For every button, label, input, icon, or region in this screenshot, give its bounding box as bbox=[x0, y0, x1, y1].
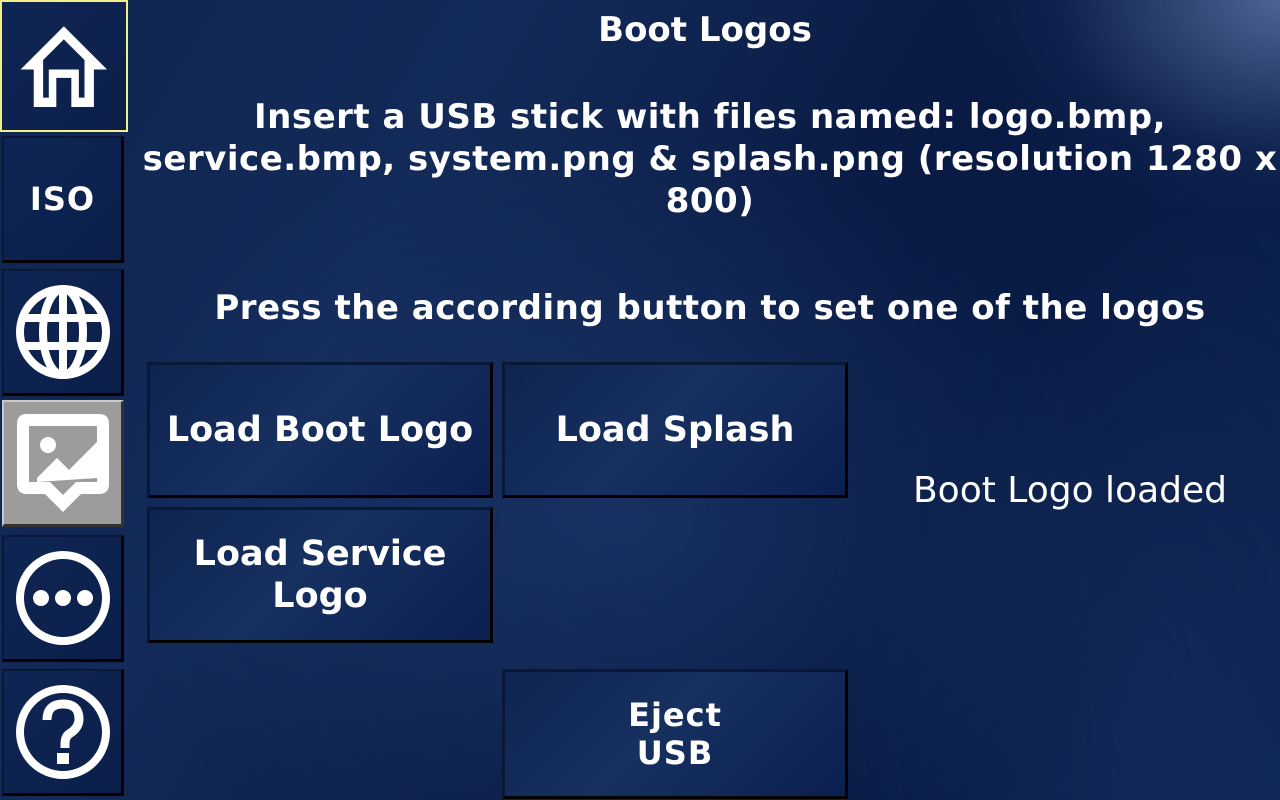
nav-help-button[interactable] bbox=[2, 669, 124, 796]
press-instruction-text: Press the according button to set one of… bbox=[214, 288, 1206, 328]
nav-home-button[interactable] bbox=[0, 0, 128, 132]
sidebar-nav: ISO bbox=[0, 0, 128, 800]
load-boot-logo-button[interactable]: Load Boot Logo bbox=[147, 362, 493, 498]
page-title: Boot Logos bbox=[598, 10, 812, 50]
load-boot-logo-label: Load Boot Logo bbox=[166, 410, 474, 450]
nav-more-button[interactable] bbox=[2, 535, 124, 662]
eject-usb-label: Eject USB bbox=[628, 696, 722, 772]
globe-icon bbox=[15, 285, 110, 379]
load-service-logo-button[interactable]: Load Service Logo bbox=[147, 507, 493, 643]
instructions-text: Insert a USB stick with files named: log… bbox=[142, 97, 1278, 221]
eject-usb-button[interactable]: Eject USB bbox=[502, 669, 848, 799]
nav-network-button[interactable] bbox=[2, 269, 124, 396]
status-message: Boot Logo loaded bbox=[912, 470, 1227, 511]
nav-boot-logos-button[interactable] bbox=[2, 400, 124, 527]
nav-iso-button[interactable]: ISO bbox=[2, 136, 124, 263]
help-icon bbox=[15, 685, 110, 779]
image-icon bbox=[16, 414, 109, 512]
home-icon bbox=[20, 26, 108, 108]
load-splash-button[interactable]: Load Splash bbox=[502, 362, 848, 498]
load-splash-label: Load Splash bbox=[555, 410, 795, 450]
load-service-logo-label: Load Service Logo bbox=[193, 534, 447, 616]
more-icon bbox=[15, 551, 110, 645]
iso-label: ISO bbox=[29, 180, 96, 218]
